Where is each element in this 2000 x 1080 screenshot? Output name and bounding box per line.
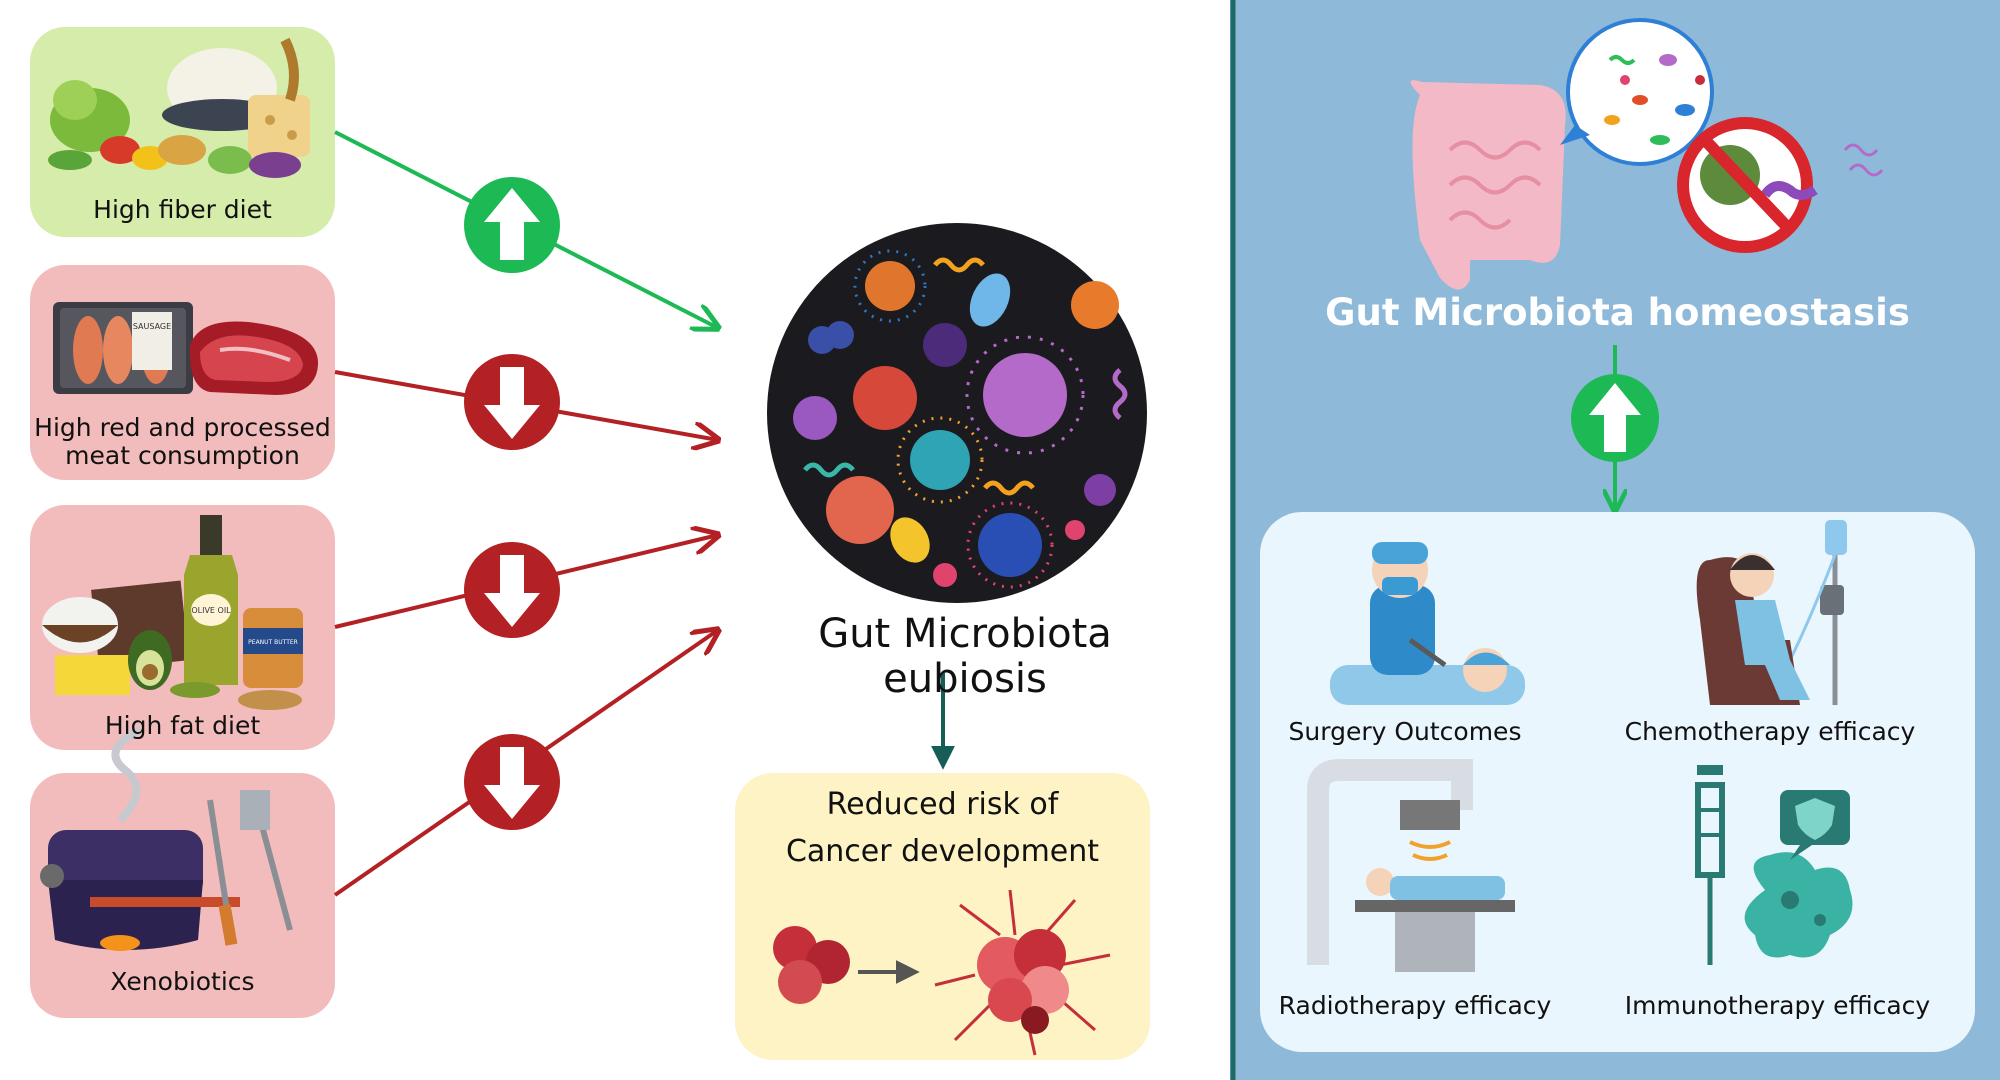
factor-label-red-meat-line1: High red and processed: [34, 413, 331, 442]
decrease-icon: [464, 354, 560, 450]
immunotherapy-label: Immunotherapy efficacy: [1624, 991, 1931, 1020]
factor-label-high-fat: High fat diet: [104, 711, 261, 740]
healthy-cells-image: [773, 926, 850, 1004]
surgery-image: [1330, 542, 1525, 705]
high-fiber-food-image: [48, 37, 310, 178]
fat-foods-image: OLIVE OIL PEANUT BUTTER: [42, 515, 303, 710]
peanut-butter-label: PEANUT BUTTER: [248, 639, 298, 646]
surgery-outcomes-label: Surgery Outcomes: [1288, 717, 1522, 746]
chemotherapy-image: [1696, 520, 1847, 705]
decrease-icon: [464, 542, 560, 638]
radiotherapy-label: Radiotherapy efficacy: [1278, 991, 1552, 1020]
grill-image: [40, 726, 293, 951]
factor-label-red-meat-line2: meat consumption: [65, 441, 300, 470]
sausage-label: SAUSAGE: [133, 322, 171, 331]
decrease-icon: [464, 734, 560, 830]
factor-label-xenobiotics: Xenobiotics: [110, 967, 255, 996]
eubiosis-title: Gut Microbiota eubiosis: [818, 611, 1112, 702]
homeostasis-title: Gut Microbiota homeostasis: [1325, 291, 1910, 334]
tumor-cells-image: [934, 889, 1111, 1056]
immunotherapy-image: [1695, 765, 1853, 965]
outcome-title-line1: Reduced risk of: [826, 787, 1059, 822]
increase-icon: [1571, 374, 1659, 462]
therapy-outcomes-box: [1260, 512, 1975, 1052]
factor-label-high-fiber: High fiber diet: [93, 195, 272, 224]
radiotherapy-image: [1307, 759, 1515, 972]
microbiota-circle: [767, 223, 1147, 603]
increase-icon: [464, 177, 560, 273]
outcome-title-line2: Cancer development: [785, 833, 1100, 869]
olive-oil-label: OLIVE OIL: [191, 606, 231, 615]
chemotherapy-label: Chemotherapy efficacy: [1624, 717, 1916, 746]
meat-image: SAUSAGE: [53, 302, 319, 395]
outcome-title: Reduced risk of Cancer development: [735, 782, 1150, 875]
factor-label-red-meat: High red and processed meat consumption: [30, 414, 335, 470]
gut-microbiota-image: [1410, 18, 1884, 290]
